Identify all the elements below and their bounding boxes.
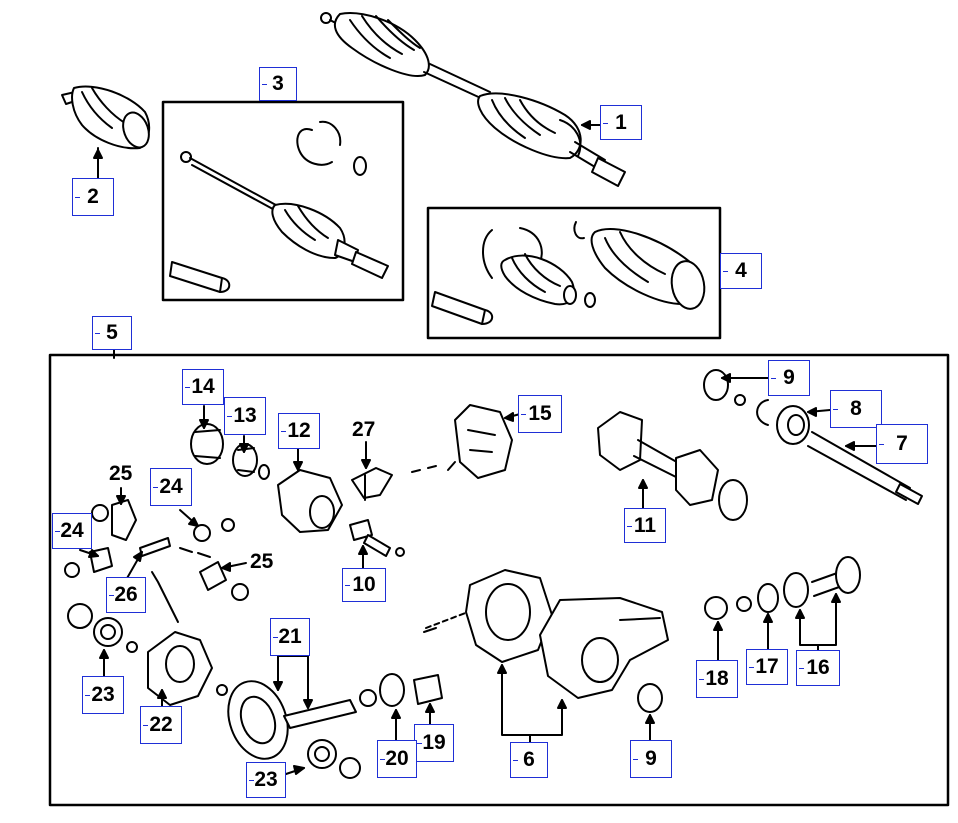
- callout-4[interactable]: 4: [720, 253, 762, 289]
- callout-14[interactable]: 14: [182, 369, 224, 405]
- callout-24-left-label: 24: [60, 519, 84, 542]
- callout-22[interactable]: 22: [140, 706, 182, 744]
- carrier-housing-drawing: [277, 465, 437, 557]
- callout-24-upper-label: 24: [159, 475, 183, 498]
- cover-15-drawing: [447, 404, 513, 479]
- callout-8-label: 8: [850, 397, 862, 420]
- callout-8[interactable]: 8: [830, 390, 882, 428]
- callout-16[interactable]: 16: [796, 650, 840, 686]
- callout-18[interactable]: 18: [696, 660, 738, 698]
- callout-26-label: 26: [114, 583, 138, 606]
- callout-3-label: 3: [272, 72, 284, 95]
- callout-15-label: 15: [528, 402, 552, 425]
- callout-12-label: 12: [287, 419, 311, 442]
- callout-17[interactable]: 17: [746, 649, 788, 685]
- callout-10-label: 10: [352, 573, 376, 596]
- callout-11[interactable]: 11: [624, 508, 666, 543]
- differential-case-6-drawing: [423, 569, 669, 699]
- callout-20-label: 20: [385, 747, 409, 770]
- callout-9-bottom[interactable]: 9: [630, 740, 672, 778]
- callout-11-label: 11: [633, 513, 657, 537]
- callout-5-label: 5: [106, 321, 118, 344]
- boot-kit-4-drawing: [431, 221, 706, 325]
- callout-25-lower[interactable]: 25: [250, 550, 274, 573]
- callout-21[interactable]: 21: [270, 618, 310, 656]
- callout-9-top[interactable]: 9: [768, 360, 810, 396]
- callout-5[interactable]: 5: [92, 316, 132, 350]
- callout-3[interactable]: 3: [259, 67, 297, 101]
- callout-7-label: 7: [896, 432, 908, 455]
- callout-19[interactable]: 19: [414, 724, 454, 762]
- callout-2[interactable]: 2: [72, 178, 114, 216]
- callout-4-label: 4: [735, 259, 747, 282]
- callout-9-bottom-label: 9: [645, 747, 657, 770]
- callout-14-label: 14: [191, 375, 215, 398]
- callout-22-label: 22: [149, 713, 173, 736]
- callout-7[interactable]: 7: [876, 424, 928, 464]
- axle-tube-drawing: [597, 411, 748, 521]
- callout-20[interactable]: 20: [377, 740, 417, 778]
- callout-26[interactable]: 26: [106, 577, 146, 613]
- differential-gears-drawing: [64, 423, 270, 601]
- cv-joint-drawing: [61, 85, 151, 171]
- callout-16-label: 16: [806, 656, 830, 679]
- callout-18-label: 18: [705, 667, 729, 690]
- callout-10[interactable]: 10: [342, 568, 386, 602]
- callout-24-left[interactable]: 24: [52, 513, 92, 549]
- callout-9-top-label: 9: [783, 366, 795, 389]
- callout-12[interactable]: 12: [278, 413, 320, 449]
- callout-2-label: 2: [87, 185, 99, 208]
- callout-17-label: 17: [755, 655, 779, 678]
- callout-23-bottom-label: 23: [254, 768, 278, 791]
- callout-23-bottom[interactable]: 23: [246, 762, 286, 798]
- callout-1-label: 1: [615, 110, 627, 134]
- shaft-7-bearing-8-drawing: [703, 369, 923, 505]
- callout-6-label: 6: [523, 748, 535, 771]
- callout-15[interactable]: 15: [518, 395, 562, 433]
- callout-1[interactable]: 1: [600, 105, 642, 140]
- axle-shaft-kit-3-drawing: [169, 120, 389, 293]
- callout-25-upper[interactable]: 25: [109, 462, 133, 485]
- callout-27[interactable]: 27: [352, 418, 376, 441]
- callout-23-left[interactable]: 23: [82, 676, 124, 714]
- callout-21-label: 21: [278, 625, 302, 648]
- callout-23-left-label: 23: [91, 683, 115, 706]
- differential-carrier-drawing: [67, 571, 443, 779]
- axle-shaft-assembly-drawing: [320, 12, 626, 187]
- callout-19-label: 19: [422, 731, 446, 754]
- callout-6[interactable]: 6: [510, 742, 548, 778]
- callout-13-label: 13: [233, 404, 257, 427]
- callout-13[interactable]: 13: [224, 397, 266, 435]
- callout-24-upper[interactable]: 24: [150, 468, 192, 506]
- side-bearing-parts-drawing: [637, 556, 861, 713]
